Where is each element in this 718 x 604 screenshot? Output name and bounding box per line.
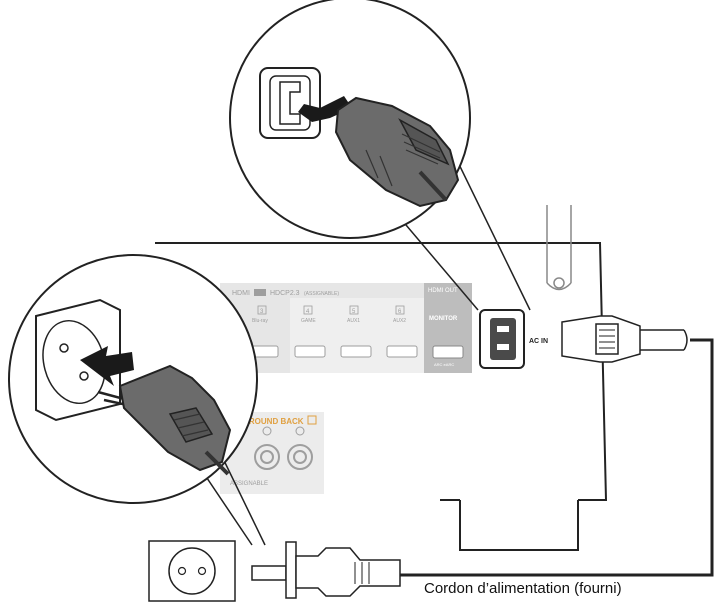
surround-back-label: SURROUND BACK: [232, 417, 304, 426]
hdmi-input-5-number: 5: [352, 309, 356, 315]
hdmi-input-6-number: 6: [398, 309, 402, 315]
ac-in-plug: [561, 315, 688, 363]
insert-arrow-icon: [80, 346, 134, 386]
receiver-rear: [155, 242, 608, 551]
power-cord-caption: Cordon d’alimentation (fourni): [424, 580, 622, 597]
monitor-label: MONITOR: [429, 316, 458, 322]
ac-in-callout: [229, 0, 471, 239]
hdmi-input-4: 4 GAME: [294, 305, 326, 358]
hdmi-out-label: HDMI OUT: [428, 288, 458, 294]
bottom-wall-outlet: [148, 540, 236, 602]
ac-in-socket: AC IN: [479, 309, 548, 369]
hdmi-badge: [254, 289, 266, 296]
hdmi-input-6: 6 AUX2: [386, 305, 418, 358]
bottom-power-plug: [251, 541, 401, 599]
speaker-assignable-label: ASSIGNABLE: [230, 481, 268, 487]
hdmi-input-3-label: Blu-ray: [252, 318, 268, 324]
power-cable: [398, 338, 714, 577]
hdmi-input-5: 5 AUX1: [340, 305, 372, 358]
hdmi-header: HDMI: [232, 290, 250, 297]
ac-in-label: AC IN: [529, 338, 548, 345]
monitor-sub-label: ARC eARC: [434, 362, 454, 367]
hdcp-header: HDCP2.3: [270, 290, 300, 297]
insert-arrow-icon: [298, 96, 352, 122]
hdmi-input-6-label: AUX2: [393, 318, 406, 324]
wall-outlet-callout: [8, 254, 258, 504]
assignable-header: (ASSIGNABLE): [304, 291, 339, 297]
hdmi-panel: HDMI HDCP2.3 (ASSIGNABLE) 3 Blu-ray 4 GA…: [220, 283, 472, 373]
hdmi-input-4-label: GAME: [301, 318, 316, 324]
hdmi-input-5-label: AUX1: [347, 318, 360, 324]
antenna: [546, 205, 572, 291]
hdmi-input-3-number: 3: [260, 309, 264, 315]
hdmi-input-4-number: 4: [306, 309, 310, 315]
